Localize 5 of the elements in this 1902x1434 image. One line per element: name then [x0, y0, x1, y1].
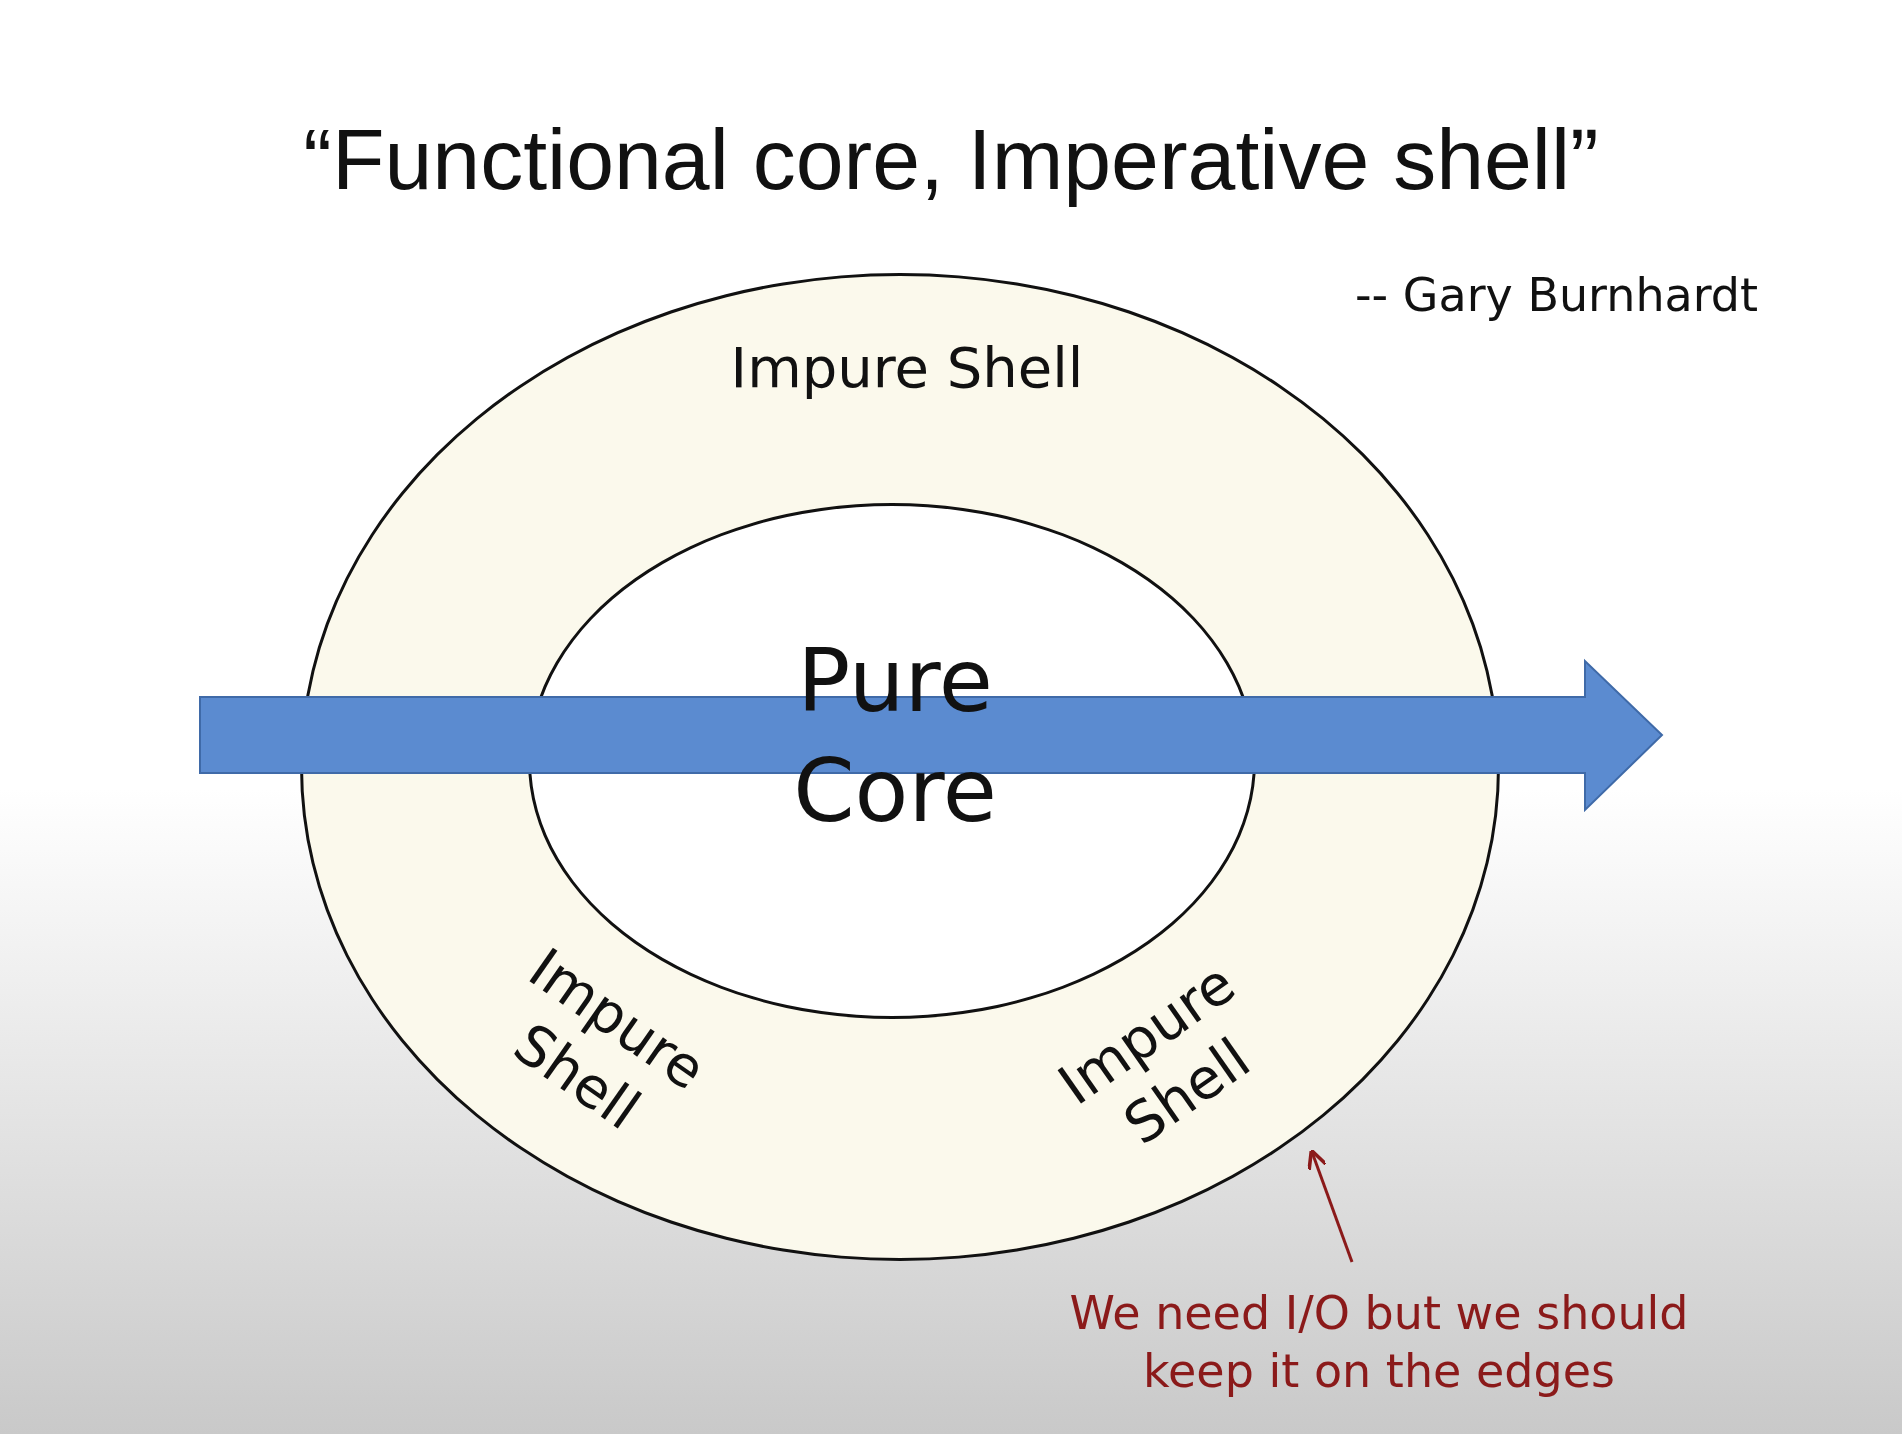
leader-arrow [1307, 1148, 1354, 1263]
slide-title: “Functional core, Imperative shell” [302, 110, 1600, 209]
annotation-text: We need I/O but we should keep it on the edges [1069, 1284, 1689, 1399]
shell-label: Impure Shell [730, 334, 1084, 400]
attribution-text: -- Gary Burnhardt [1355, 268, 1759, 322]
